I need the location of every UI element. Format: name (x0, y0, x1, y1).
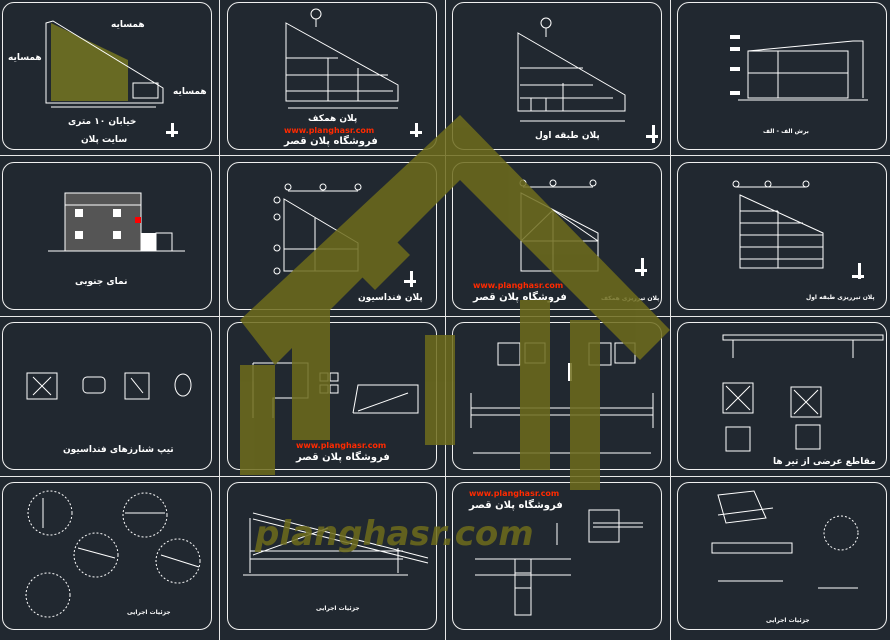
grid-divider (0, 316, 890, 317)
shop-name: فروشگاه پلان قصر (469, 500, 563, 511)
sheet-title: پلان همکف (308, 114, 358, 124)
connection-details-drawing (711, 490, 859, 589)
sheet-roof-section[interactable]: جزئیات اجرایی (227, 482, 437, 630)
street-label: خیابان ۱۰ متری (68, 117, 137, 127)
sheet-details-1[interactable]: www.planghasr.com فروشگاه پلان قصر (227, 322, 437, 470)
website-url[interactable]: www.planghasr.com (284, 126, 375, 135)
grid-divider (219, 0, 220, 640)
sheet-title: نمای جنوبی (75, 277, 128, 287)
grid-divider (0, 155, 890, 156)
roof-section-drawing (243, 512, 429, 576)
website-url[interactable]: www.planghasr.com (473, 281, 564, 290)
sheet-title: جزئیات اجرایی (766, 617, 810, 624)
sheet-title: پلان فنداسیون (358, 293, 423, 303)
neighbor-label: همسایه (111, 20, 145, 30)
sheet-ground-beam-plan[interactable]: www.planghasr.com فروشگاه پلان قصر پلان … (452, 162, 662, 310)
sheet-connection-details[interactable]: جزئیات اجرایی (677, 482, 887, 630)
first-floor-plan-drawing (517, 17, 658, 143)
sheet-ground-floor-plan[interactable]: پلان همکف www.planghasr.com فروشگاه پلان… (227, 2, 437, 150)
section-drawing (730, 35, 868, 101)
neighbor-label: همسایه (8, 53, 42, 63)
shop-name: فروشگاه پلان قصر (296, 452, 390, 463)
roof-details-drawing (25, 490, 201, 618)
sheet-title: جزئیات اجرایی (316, 605, 360, 612)
website-url[interactable]: www.planghasr.com (469, 489, 560, 498)
sheet-foundation-ties[interactable]: تیپ شنارزهای فنداسیون (2, 322, 212, 470)
sheet-title: جزئیات اجرایی (127, 609, 171, 616)
site-plan-drawing (45, 20, 178, 137)
sheet-first-floor-plan[interactable]: پلان طبقه اول (452, 2, 662, 150)
sheet-title: سایت پلان (81, 135, 128, 145)
sheet-title: مقاطع عرضی از تیر ها (773, 457, 876, 467)
sheet-beam-sections[interactable]: مقاطع عرضی از تیر ها (677, 322, 887, 470)
south-elevation-drawing (48, 192, 185, 252)
sheet-roof-details[interactable]: جزئیات اجرایی (2, 482, 212, 630)
foundation-ties-drawing (26, 372, 192, 400)
sheet-column-details[interactable]: www.planghasr.com فروشگاه پلان قصر (452, 482, 662, 630)
neighbor-label: همسایه (173, 87, 207, 97)
grid-divider (445, 0, 446, 640)
shop-name: فروشگاه پلان قصر (473, 292, 567, 303)
sheet-site-plan[interactable]: همسایه همسایه همسایه خیابان ۱۰ متری سایت… (2, 2, 212, 150)
grid-divider (670, 0, 671, 640)
sheet-foundation-plan[interactable]: پلان فنداسیون (227, 162, 437, 310)
beam-details-drawing (470, 342, 654, 454)
foundation-plan-drawing (273, 183, 416, 287)
sheet-title: تیپ شنارزهای فنداسیون (63, 445, 174, 455)
first-floor-beam-plan-drawing (732, 180, 864, 279)
sheet-title: پلان تیرریزی همکف (601, 295, 660, 302)
beam-sections-drawing (722, 334, 884, 452)
shop-name: فروشگاه پلان قصر (284, 136, 378, 147)
sheet-section[interactable]: برش الف - الف (677, 2, 887, 150)
website-url[interactable]: www.planghasr.com (296, 441, 387, 450)
sheet-south-elevation[interactable]: نمای جنوبی (2, 162, 212, 310)
grid-divider (0, 476, 890, 477)
column-details-drawing (475, 509, 643, 616)
sheet-beam-details[interactable] (452, 322, 662, 470)
sheet-title: برش الف - الف (763, 128, 809, 135)
sheet-title: پلان طبقه اول (535, 131, 600, 141)
sheet-first-floor-beam-plan[interactable]: پلان تیرریزی طبقه اول (677, 162, 887, 310)
sheet-title: پلان تیرریزی طبقه اول (806, 294, 875, 301)
